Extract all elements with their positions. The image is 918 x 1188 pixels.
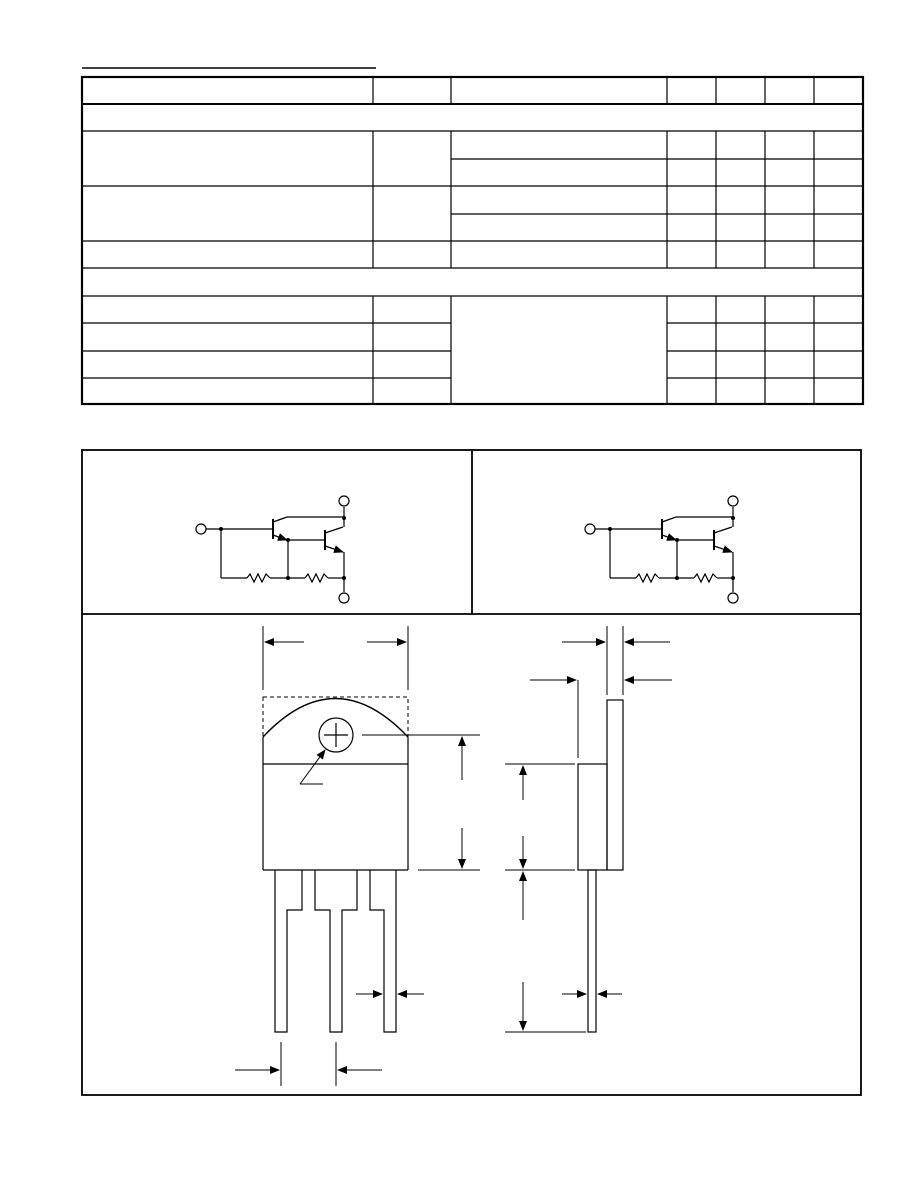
base-terminal-icon [195,523,207,535]
package-side-view [505,626,672,1033]
package-front-view [235,626,480,1086]
spec-table [80,75,865,406]
mounting-hole-icon [318,717,354,753]
emitter-terminal-icon [727,592,739,604]
emitter-terminal-icon [338,592,350,604]
resistor-2-icon [304,572,329,584]
darlington-schematic-right [584,495,739,604]
resistor-1-icon [246,572,271,584]
resistor-1-icon [635,572,660,584]
resistor-2-icon [693,572,718,584]
package-leads [274,870,397,1033]
collector-terminal-icon [338,495,350,507]
base-terminal-icon [584,523,596,535]
collector-terminal-icon [727,495,739,507]
drawing-frame [81,449,862,1096]
darlington-schematic-left [195,495,350,604]
